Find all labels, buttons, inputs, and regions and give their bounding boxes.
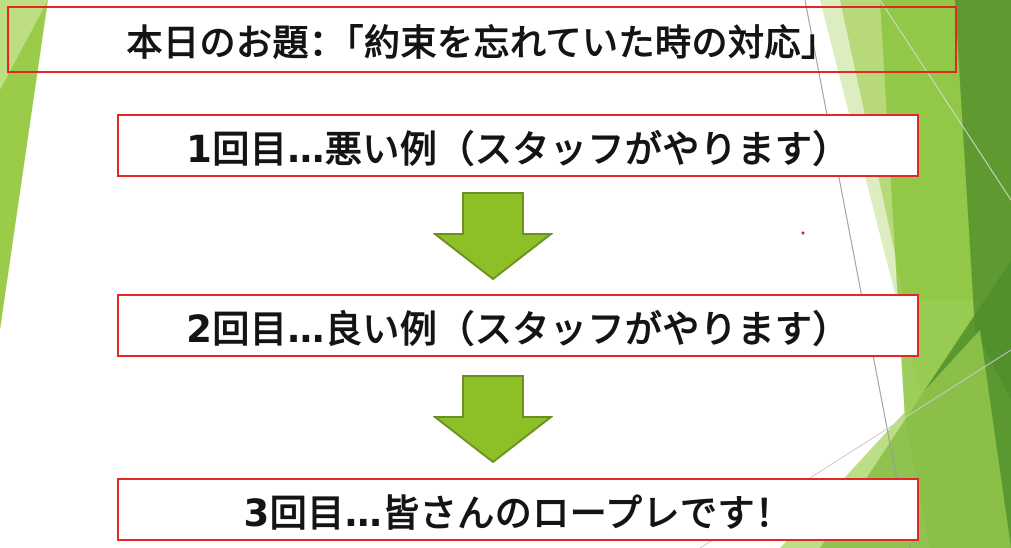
- down-arrow-icon: [433, 192, 553, 280]
- slide-title: 本日のお題：「約束を忘れていた時の対応」: [7, 6, 957, 73]
- decor-line: [879, 0, 1011, 201]
- step-2-box: 2回目…良い例（スタッフがやります）: [117, 294, 919, 357]
- step-3-box: 3回目…皆さんのロープレです！: [117, 478, 919, 541]
- left-green-shape: [0, 0, 48, 330]
- down-arrow-icon: [433, 375, 553, 463]
- decor-line: [804, 0, 911, 548]
- red-dot: [801, 231, 805, 235]
- step-1-box: 1回目…悪い例（スタッフがやります）: [117, 114, 919, 177]
- left-green-shape-light: [0, 0, 48, 90]
